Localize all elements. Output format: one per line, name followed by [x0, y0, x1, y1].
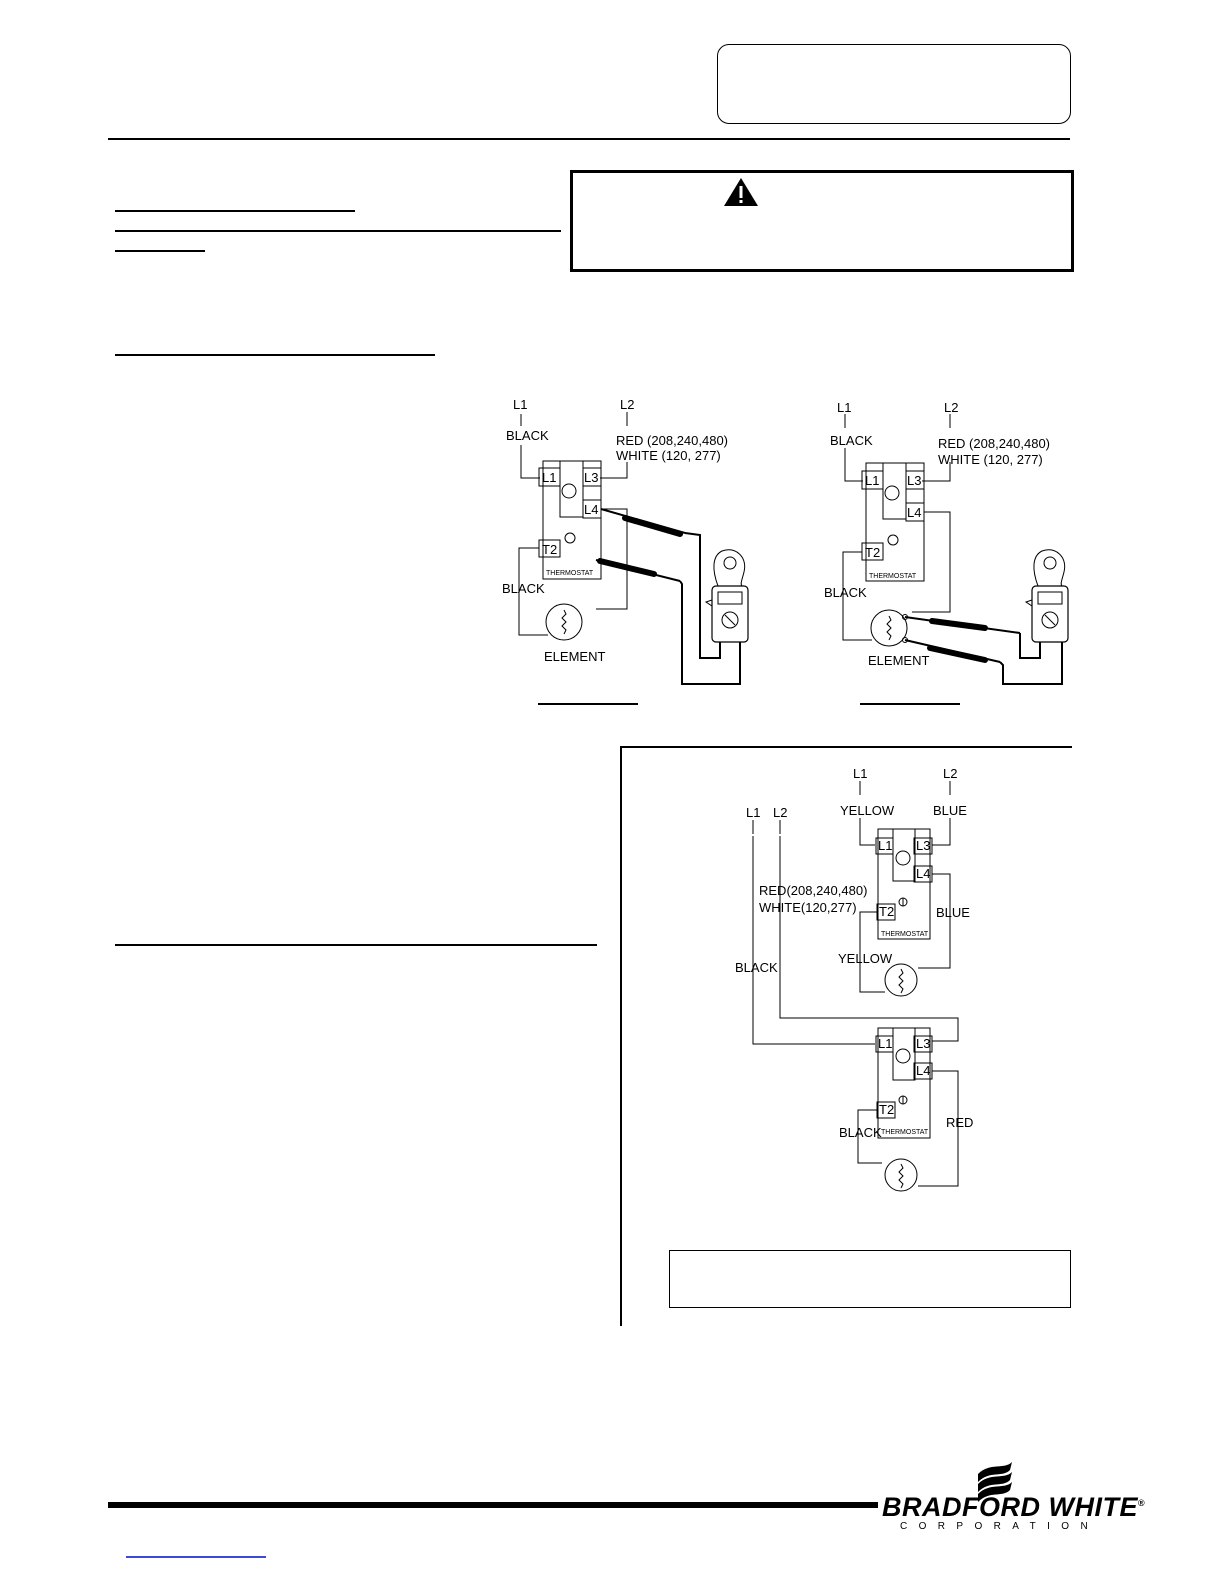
thermostat-label: THERMOSTAT	[546, 570, 594, 577]
footer-bar	[108, 1502, 878, 1508]
registered-mark: ®	[1137, 1498, 1146, 1508]
wiring-diagram-left	[518, 412, 749, 685]
terminal-l4: L4	[584, 502, 598, 517]
terminal-l1-lower: L1	[878, 1036, 892, 1051]
figure-caption-underline	[860, 703, 960, 705]
wiring-diagram-right	[842, 414, 1069, 685]
section-heading-underline	[115, 250, 205, 252]
section-divider	[115, 944, 597, 946]
wiring-diagram-dual	[752, 781, 959, 1192]
terminal-t2: T2	[865, 545, 880, 560]
wiring-diagram-left-labels: L1 BLACK L2 RED (208,240,480) WHITE (120…	[502, 397, 728, 664]
terminal-t2-lower: T2	[879, 1102, 894, 1117]
label-yellow-side: YELLOW	[838, 951, 893, 966]
label-black-side: BLACK	[502, 581, 545, 596]
terminal-l3: L3	[584, 470, 598, 485]
label-red-voltages: RED(208,240,480)	[759, 883, 867, 898]
label-black-side: BLACK	[824, 585, 867, 600]
label-red-side: RED	[946, 1115, 973, 1130]
terminal-t2: T2	[542, 542, 557, 557]
thermostat-label-lower: THERMOSTAT	[881, 1129, 929, 1136]
thermostat-label: THERMOSTAT	[881, 931, 929, 938]
note-box	[669, 1250, 1071, 1308]
label-white-voltages: WHITE(120,277)	[759, 900, 857, 915]
thermostat-label: THERMOSTAT	[869, 573, 917, 580]
terminal-l4-lower: L4	[916, 1063, 930, 1078]
label-l2: L2	[620, 397, 634, 412]
label-black: BLACK	[506, 428, 549, 443]
label-white-voltages: WHITE (120, 277)	[616, 448, 721, 463]
footer-link-underline[interactable]	[126, 1556, 266, 1558]
label-red-voltages: RED (208,240,480)	[616, 433, 728, 448]
section-heading-underline	[115, 210, 355, 212]
brand-subword: CORPORATION	[900, 1521, 1100, 1532]
wiring-diagram-right-labels: L1 BLACK L2 RED (208,240,480) WHITE (120…	[824, 400, 1050, 668]
header-title-box	[717, 44, 1071, 124]
terminal-l3: L3	[916, 838, 930, 853]
label-l2: L2	[943, 766, 957, 781]
brand-logo: BRADFORD WHITE®	[882, 1492, 1145, 1523]
terminal-l3: L3	[907, 473, 921, 488]
label-element: ELEMENT	[544, 649, 605, 664]
bradford-white-logo-mark	[978, 1462, 1012, 1502]
label-l2-left: L2	[773, 805, 787, 820]
terminal-l3-lower: L3	[916, 1036, 930, 1051]
label-blue-side: BLUE	[936, 905, 970, 920]
label-yellow: YELLOW	[840, 803, 895, 818]
label-l1: L1	[513, 397, 527, 412]
label-white-voltages: WHITE (120, 277)	[938, 452, 1043, 467]
terminal-l4: L4	[916, 866, 930, 881]
label-l1: L1	[853, 766, 867, 781]
warning-triangle-icon	[724, 178, 758, 206]
dual-diagram-frame-top	[620, 746, 1072, 748]
label-element: ELEMENT	[868, 653, 929, 668]
brand-wordmark: BRADFORD WHITE	[882, 1492, 1138, 1522]
section-heading-underline	[115, 230, 561, 232]
terminal-l1: L1	[542, 470, 556, 485]
terminal-l4: L4	[907, 505, 921, 520]
label-l1: L1	[837, 400, 851, 415]
section-heading-underline	[115, 354, 435, 356]
wiring-diagram-dual-labels: L1 L2 YELLOW BLUE L1 L2 RED(208,240,480)…	[735, 766, 973, 1140]
terminal-l1: L1	[865, 473, 879, 488]
header-rule	[108, 138, 1070, 140]
label-blue: BLUE	[933, 803, 967, 818]
warning-box	[570, 170, 1074, 272]
terminal-t2: T2	[879, 904, 894, 919]
dual-diagram-frame-left	[620, 746, 622, 1326]
label-red-voltages: RED (208,240,480)	[938, 436, 1050, 451]
label-l2: L2	[944, 400, 958, 415]
label-black: BLACK	[830, 433, 873, 448]
label-l1-left: L1	[746, 805, 760, 820]
figure-caption-underline	[538, 703, 638, 705]
terminal-l1: L1	[878, 838, 892, 853]
label-black-long: BLACK	[735, 960, 778, 975]
label-black-lower: BLACK	[839, 1125, 882, 1140]
